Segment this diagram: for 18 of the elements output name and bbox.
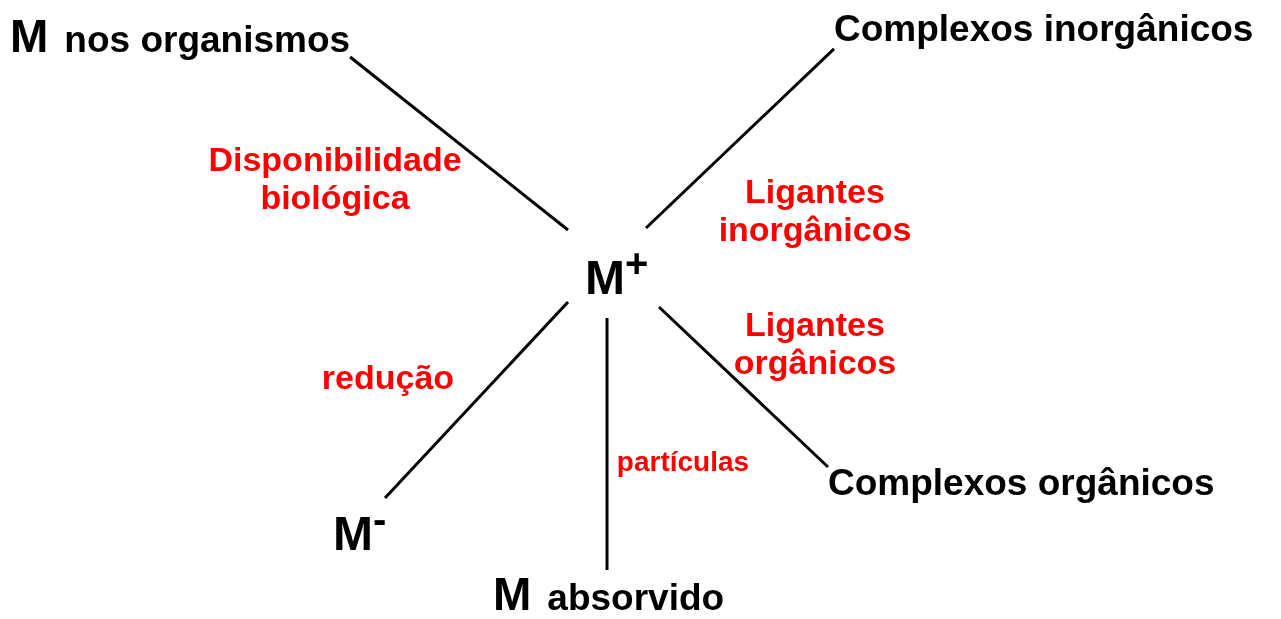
connector-line	[644, 47, 836, 230]
edge-label: Ligantes orgânicos	[733, 305, 897, 381]
edge-label: Disponibilidade biológica	[208, 140, 462, 216]
edge-label: Ligantes inorgânicos	[718, 172, 912, 248]
ion-symbol: M$^{-}$	[333, 498, 387, 560]
edge-label: redução	[321, 358, 455, 396]
node-label: absorvido	[547, 579, 725, 618]
edge-label: partículas	[616, 446, 750, 478]
connector-line	[349, 55, 569, 232]
connector-line	[383, 300, 570, 500]
ion-symbol: M$^{+}$	[585, 242, 649, 304]
node-label: Complexos inorgânicos	[834, 10, 1254, 49]
connector-line	[657, 305, 830, 469]
metal-symbol: M	[493, 570, 532, 619]
connector-line	[605, 318, 609, 570]
metal-symbol: M	[10, 12, 49, 61]
node-label: nos organismos	[64, 21, 351, 60]
node-label: Complexos orgânicos	[828, 464, 1215, 503]
